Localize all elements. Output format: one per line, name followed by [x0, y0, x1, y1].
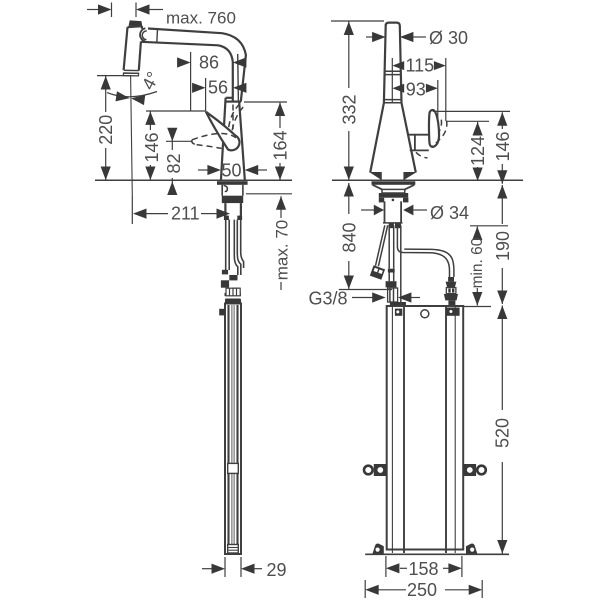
svg-text:220: 220 [96, 115, 116, 145]
svg-text:82: 82 [164, 153, 184, 173]
svg-text:50: 50 [222, 161, 242, 181]
svg-text:211: 211 [171, 204, 200, 224]
svg-text:124: 124 [468, 136, 488, 166]
svg-text:332: 332 [339, 94, 359, 124]
svg-text:164: 164 [271, 130, 291, 160]
svg-text:min. 60: min. 60 [469, 237, 486, 288]
svg-text:93: 93 [406, 80, 426, 100]
svg-text:520: 520 [493, 418, 513, 448]
svg-text:250: 250 [407, 580, 437, 600]
svg-text:4°: 4° [138, 68, 164, 93]
svg-text:115: 115 [406, 56, 435, 76]
svg-text:max. 760: max. 760 [166, 9, 236, 28]
svg-text:29: 29 [267, 560, 287, 580]
svg-text:86: 86 [199, 53, 219, 73]
svg-text:G3/8: G3/8 [309, 289, 348, 309]
svg-text:840: 840 [339, 222, 359, 252]
svg-text:56: 56 [208, 78, 228, 98]
svg-text:158: 158 [409, 559, 439, 579]
svg-text:Ø 34: Ø 34 [430, 203, 469, 223]
svg-text:146: 146 [493, 131, 513, 161]
svg-text:190: 190 [493, 231, 513, 261]
svg-text:max. 70: max. 70 [272, 220, 291, 280]
svg-text:146: 146 [142, 132, 162, 162]
svg-text:Ø 30: Ø 30 [429, 28, 468, 48]
